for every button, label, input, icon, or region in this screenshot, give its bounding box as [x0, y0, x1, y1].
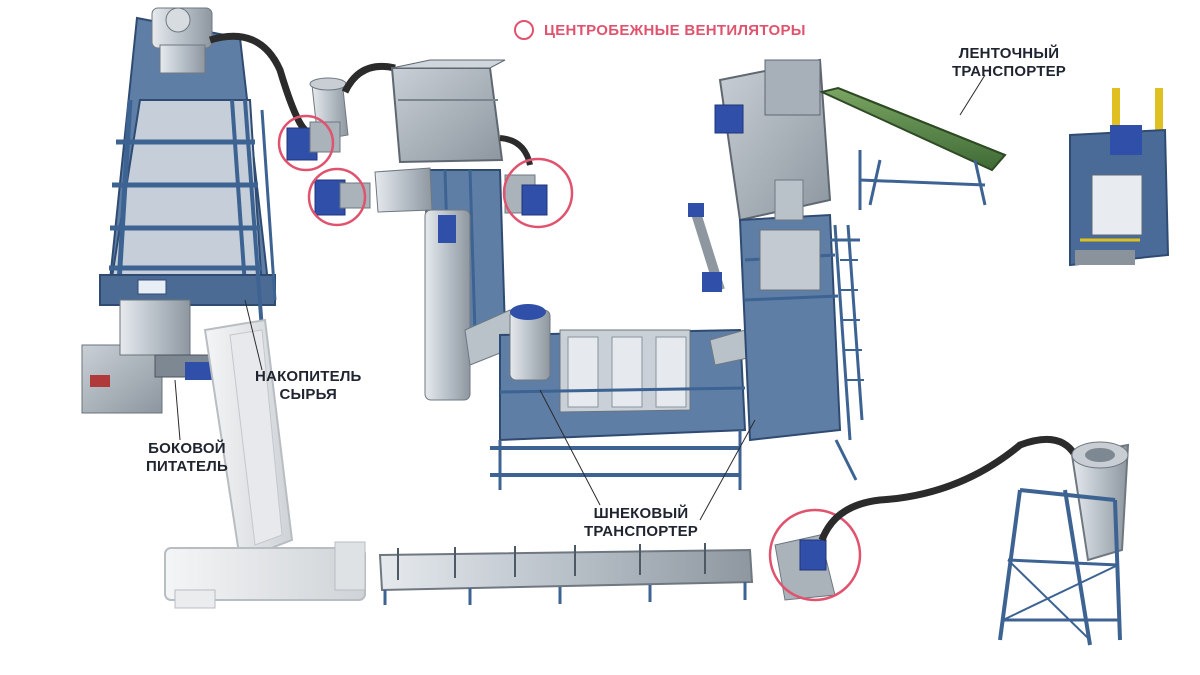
cyclone-stand: [998, 441, 1130, 646]
label-raw-storage: НАКОПИТЕЛЬ СЫРЬЯ: [255, 368, 362, 404]
flat-trough: [378, 543, 754, 605]
belt-conveyor: [818, 86, 1007, 210]
label-line: ТРАНСПОРТЕР: [952, 63, 1066, 80]
label-screw-conveyor: ШНЕКОВЫЙ ТРАНСПОРТЕР: [584, 505, 698, 541]
side-feeder: [81, 299, 220, 414]
fan-highlight-ring-4: [768, 508, 862, 602]
legend-text: ЦЕНТРОБЕЖНЫЕ ВЕНТИЛЯТОРЫ: [544, 21, 806, 39]
fan-4: [774, 534, 836, 601]
fan-2: [314, 179, 371, 216]
service-stairs: [830, 224, 864, 481]
fan-highlight-ring-2: [307, 167, 367, 227]
screw-1: [509, 304, 551, 381]
crusher-tower: [714, 58, 842, 442]
label-line: СЫРЬЯ: [279, 386, 338, 403]
label-side-feeder: БОКОВОЙ ПИТАТЕЛЬ: [146, 440, 228, 476]
motor-icon: [702, 272, 722, 292]
label-line: ПИТАТЕЛЬ: [146, 458, 228, 475]
label-line: НАКОПИТЕЛЬ: [255, 368, 362, 385]
washing-tank: [490, 328, 747, 490]
legend: ЦЕНТРОБЕЖНЫЕ ВЕНТИЛЯТОРЫ: [514, 18, 806, 42]
baling-press: [1069, 88, 1170, 267]
vertical-dryer: [374, 167, 521, 401]
label-pointer: [959, 74, 986, 116]
fan-cyclone-1: [286, 77, 349, 161]
separator-box: [390, 59, 506, 164]
duct-hose: [208, 32, 308, 133]
fan-3: [504, 174, 548, 216]
label-belt-conveyor: ЛЕНТОЧНЫЙ ТРАНСПОРТЕР: [952, 45, 1066, 81]
top-cyclone: [151, 7, 213, 74]
label-pointer: [244, 299, 263, 371]
label-pointer: [174, 379, 181, 441]
fan-highlight-ring-1: [277, 114, 335, 172]
label-line: БОКОВОЙ: [148, 440, 226, 457]
legend-ring-icon: [514, 20, 534, 40]
duct-hose: [818, 435, 1078, 542]
raw-storage-bin: [99, 16, 277, 331]
white-incline-conveyor: [164, 318, 366, 609]
fan-highlight-ring-3: [502, 157, 574, 229]
label-pointer: [699, 419, 756, 521]
label-line: ШНЕКОВЫЙ: [593, 505, 689, 522]
label-line: ЛЕНТОЧНЫЙ: [958, 45, 1060, 62]
motor-icon: [688, 203, 704, 217]
label-line: ТРАНСПОРТЕР: [584, 523, 698, 540]
label-pointer: [539, 389, 601, 506]
duct-hose: [341, 62, 396, 94]
